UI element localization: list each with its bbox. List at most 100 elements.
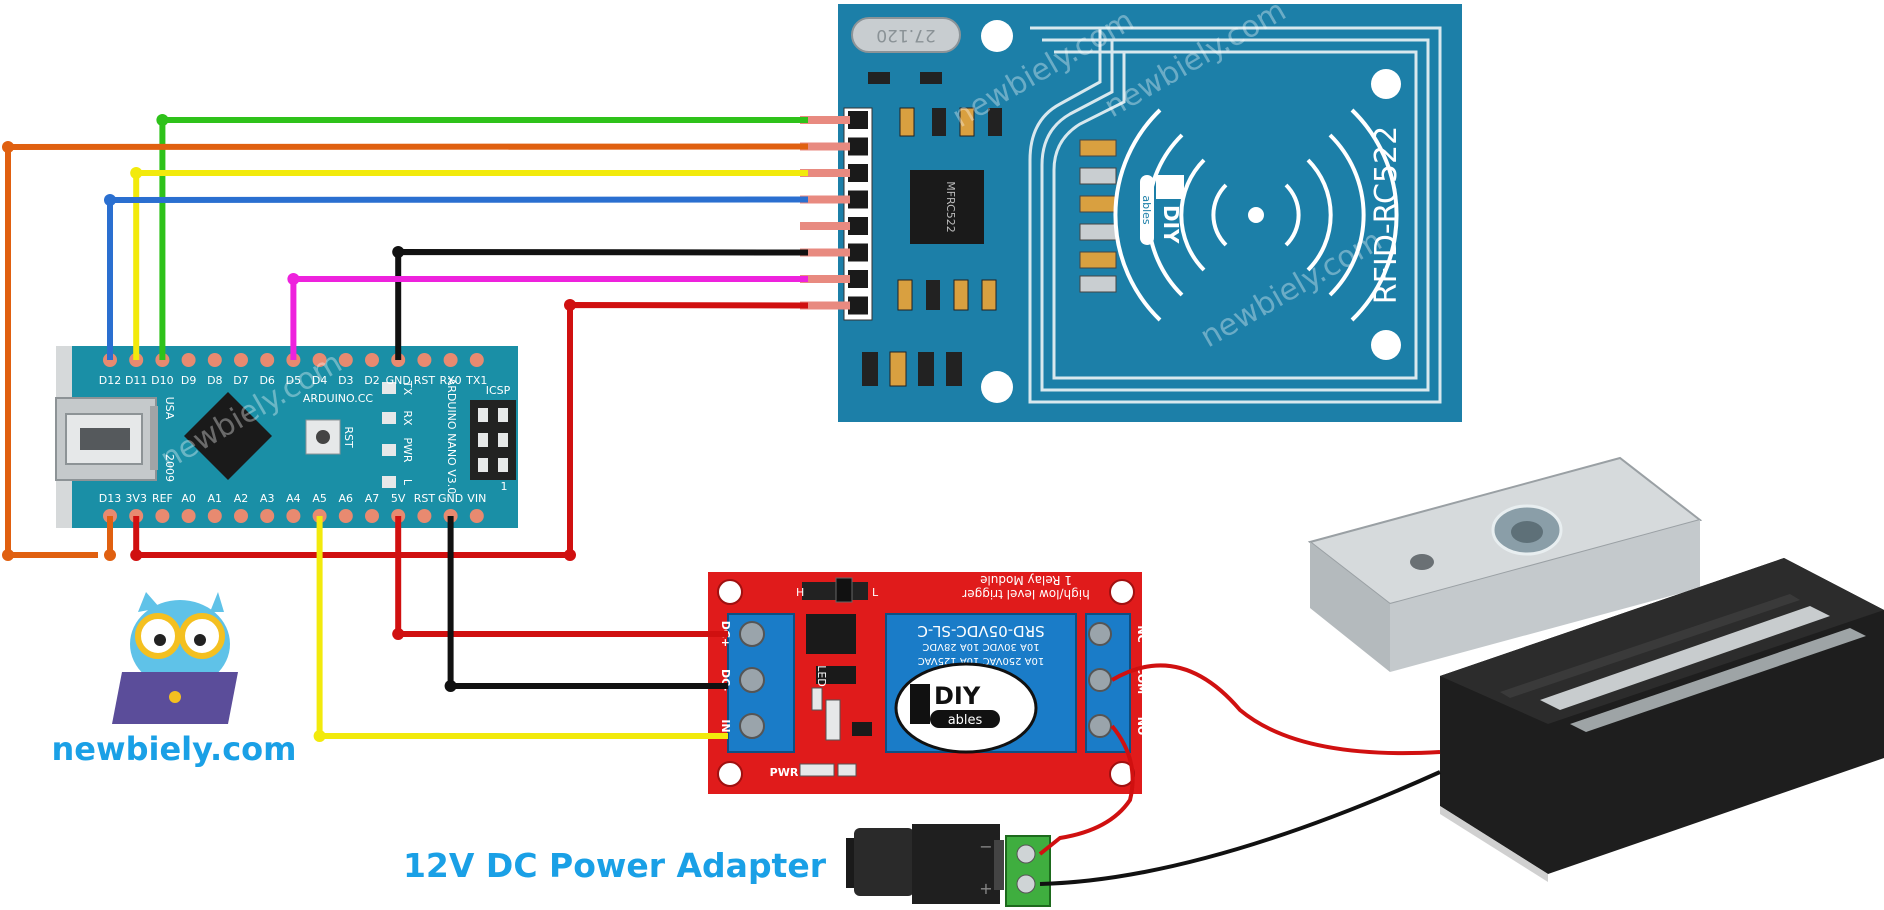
pin-a0 bbox=[181, 509, 196, 523]
armature-plate-side bbox=[1310, 542, 1390, 672]
pin-label: A2 bbox=[234, 492, 249, 505]
relay-led-label: LED bbox=[815, 665, 828, 687]
pin-label: A6 bbox=[339, 492, 354, 505]
mfrc522-chip bbox=[910, 170, 984, 244]
owl-pupil bbox=[194, 634, 206, 646]
electromagnetic-lock bbox=[1307, 456, 1884, 882]
pin-label: D11 bbox=[125, 374, 147, 387]
pin-label: D5 bbox=[286, 374, 301, 387]
relay-title: 1 Relay Module bbox=[980, 573, 1072, 587]
pin-label: D12 bbox=[99, 374, 121, 387]
crystal bbox=[851, 17, 961, 53]
jumper-header bbox=[802, 582, 868, 600]
pin-label: D7 bbox=[233, 374, 248, 387]
led-l-label: L bbox=[401, 479, 414, 486]
atmega-chip bbox=[184, 392, 272, 480]
smd-part bbox=[897, 279, 913, 311]
usb-port-inner bbox=[80, 428, 130, 450]
smd-part bbox=[920, 72, 942, 84]
pin-label: D13 bbox=[99, 492, 121, 505]
rfid-diyables-logo: DIY ables bbox=[1140, 175, 1184, 245]
pin-label: A4 bbox=[286, 492, 301, 505]
pin-rx0 bbox=[443, 353, 458, 367]
rfid-pin bbox=[848, 243, 868, 262]
smd-part bbox=[932, 108, 946, 136]
pin-label: 3V3 bbox=[125, 492, 147, 505]
arduino-year: 2009 bbox=[163, 454, 176, 482]
rfid-pin-lead bbox=[800, 248, 850, 257]
pin-tx1 bbox=[469, 353, 484, 367]
svg-text:DIY: DIY bbox=[1159, 205, 1183, 244]
wire-junction bbox=[130, 167, 143, 179]
smd-part bbox=[953, 279, 969, 311]
pin-a6 bbox=[338, 509, 353, 523]
led-indicator bbox=[811, 687, 823, 711]
svg-text:ables: ables bbox=[1140, 195, 1153, 225]
pin-label: D8 bbox=[207, 374, 222, 387]
jumper-cap bbox=[835, 577, 853, 603]
owl-pupil bbox=[154, 634, 166, 646]
relay-output-label: COM bbox=[1135, 666, 1148, 694]
pin-label: 5V bbox=[391, 492, 406, 505]
rfid-pin bbox=[848, 217, 868, 235]
rfid-pin-lead bbox=[800, 301, 850, 310]
icsp-pins bbox=[478, 408, 508, 472]
plus-mark: + bbox=[979, 879, 992, 898]
antenna-trace bbox=[1028, 26, 1442, 404]
mount-hole bbox=[1109, 579, 1135, 605]
pin-d6 bbox=[260, 353, 275, 367]
led-rx bbox=[382, 412, 396, 424]
wire-junction bbox=[2, 141, 14, 153]
led-pwr bbox=[382, 444, 396, 456]
relay-logo-mark bbox=[910, 684, 930, 724]
jumper-h-label: H bbox=[796, 586, 804, 599]
smd-part bbox=[981, 279, 997, 311]
smd-part bbox=[837, 763, 857, 777]
pin-label: RX0 bbox=[440, 374, 462, 387]
screw-plus bbox=[1016, 844, 1036, 864]
relay-logo-text: DIY bbox=[934, 682, 981, 710]
pin-label: D4 bbox=[312, 374, 327, 387]
antenna-trace bbox=[1040, 38, 1430, 392]
magnet-strip bbox=[1570, 628, 1866, 732]
pin-a1 bbox=[207, 509, 222, 523]
pin-d8 bbox=[207, 353, 222, 367]
terminal-screws bbox=[739, 621, 765, 739]
rfid-module: 27.120 MFRC522 bbox=[800, 0, 1462, 422]
arduino-model: ARDUINO NANO V3.0 bbox=[445, 378, 458, 494]
rst-label: RST bbox=[342, 426, 355, 448]
pin-a4 bbox=[286, 509, 301, 523]
minus-mark: − bbox=[979, 837, 992, 856]
pin-d7 bbox=[234, 353, 248, 367]
rfid-pin-lead bbox=[800, 169, 850, 177]
smd-part bbox=[868, 72, 890, 84]
smd-part bbox=[889, 351, 907, 387]
smd-part bbox=[852, 722, 872, 736]
wire-junction bbox=[2, 549, 14, 561]
smd-part bbox=[899, 107, 915, 137]
pin-ref bbox=[155, 509, 170, 523]
pin-label: GND bbox=[438, 492, 463, 505]
wires bbox=[2, 114, 1441, 886]
pin-rst bbox=[417, 353, 432, 367]
rfid-pin bbox=[848, 270, 868, 288]
pin-label: A0 bbox=[181, 492, 196, 505]
relay-rating: 10A 250VAC 10A 125VAC bbox=[918, 655, 1045, 666]
pin-label: D9 bbox=[181, 374, 196, 387]
wire-junction bbox=[444, 680, 457, 692]
mount-hole bbox=[1371, 330, 1401, 360]
adapter-cable-stub bbox=[846, 838, 856, 888]
reset-button-cap bbox=[316, 430, 330, 444]
relay-logo-sub: ables bbox=[948, 713, 983, 728]
rfid-pin bbox=[848, 164, 868, 182]
armature-screw bbox=[1410, 554, 1434, 570]
wire-junction bbox=[156, 114, 169, 126]
dc-power-adapter: − + 12V DC Power Adapter bbox=[403, 824, 1051, 907]
wire-junction bbox=[104, 194, 116, 206]
pin-label: TX1 bbox=[465, 374, 487, 387]
rfid-pin-lead bbox=[800, 195, 850, 204]
usb-shell bbox=[150, 406, 158, 470]
